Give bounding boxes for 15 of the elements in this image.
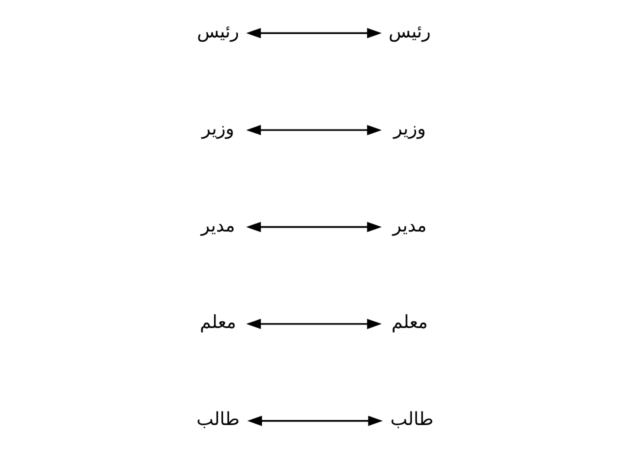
node-text: مدير — [200, 215, 235, 236]
arrow — [246, 416, 382, 426]
node-text: طالب — [390, 409, 433, 430]
arrow — [246, 28, 382, 38]
node-text: معلم — [199, 312, 236, 334]
arrow — [246, 318, 382, 330]
node-text: مدير — [392, 215, 426, 236]
arrow — [246, 124, 382, 136]
node-text: طالب — [196, 409, 240, 430]
arrow — [246, 222, 382, 232]
node-text: رئيس — [196, 21, 239, 42]
node-text: رئيس — [388, 21, 430, 42]
node-text: معلم — [391, 312, 428, 334]
node-text: وزير — [201, 118, 234, 140]
node-text: وزير — [393, 118, 426, 140]
